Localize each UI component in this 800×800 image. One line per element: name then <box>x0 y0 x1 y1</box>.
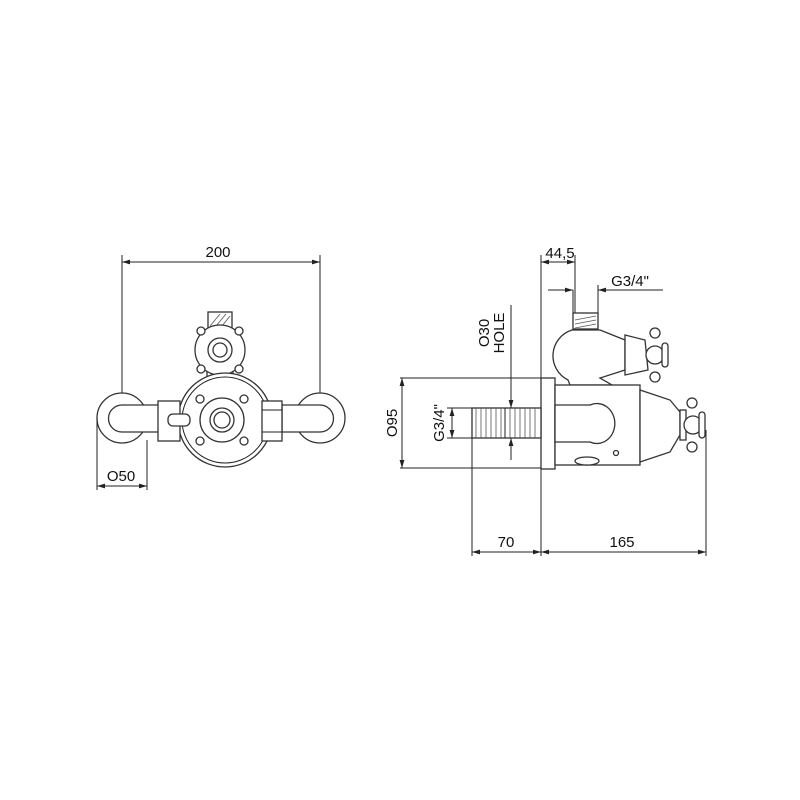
inlet-pipe <box>471 407 542 439</box>
width-dimension: 200 <box>121 244 321 418</box>
hole-dia-label: O30 <box>476 319 493 347</box>
hole-dimension: O30 HOLE <box>476 305 514 460</box>
main-body <box>540 377 706 470</box>
right-nut <box>261 400 283 442</box>
body-depth-label: 165 <box>609 534 634 551</box>
body-dia-label: O95 <box>384 409 401 437</box>
side-view: 44,5 G3/4" <box>384 245 707 556</box>
top-outlet <box>194 311 246 383</box>
inlet-thread-dimension: G3/4" <box>431 404 472 442</box>
outlet-thread-label: G3/4" <box>611 273 649 290</box>
hole-label: HOLE <box>491 313 508 354</box>
valve-body <box>177 372 273 468</box>
left-nut <box>157 400 191 442</box>
outlet-thread-dimension: G3/4" <box>548 273 663 313</box>
upper-outlet-body <box>552 312 669 386</box>
elbow-diameter-dimension: O50 <box>96 418 148 490</box>
left-elbow <box>96 392 161 444</box>
body-diameter-dimension: O95 <box>384 377 541 469</box>
right-elbow <box>281 392 346 444</box>
front-view: 200 <box>96 244 346 490</box>
width-dim-label: 200 <box>205 244 230 261</box>
outlet-offset-label: 44,5 <box>545 245 574 262</box>
elbow-dia-label: O50 <box>107 468 135 485</box>
inlet-length-label: 70 <box>498 534 515 551</box>
outlet-offset-dimension: 44,5 <box>541 245 576 313</box>
bottom-dimensions: 70 165 <box>471 430 707 556</box>
inlet-thread-label: G3/4" <box>431 404 448 442</box>
